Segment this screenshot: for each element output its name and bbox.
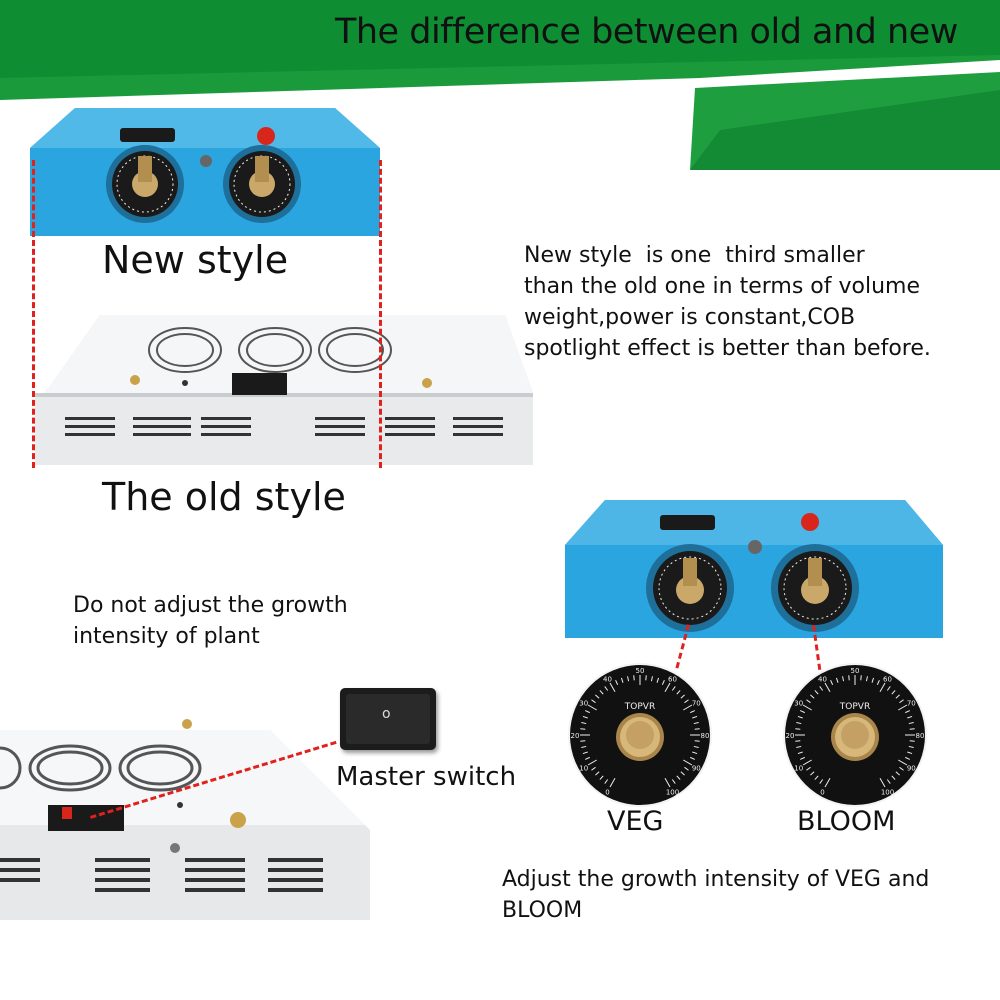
dial-scale-label: 80 [916, 732, 925, 740]
dial-brand: TOPVR [624, 702, 655, 712]
dial-scale-label: 40 [603, 676, 612, 684]
size-guide-right [379, 160, 382, 468]
dial-scale-label: 100 [666, 788, 679, 796]
veg-knob[interactable]: 0 10 20 30 40 50 60 70 80 90 100 TOPVR [565, 660, 715, 810]
no-adjust-note-line2: intensity of plant [73, 624, 260, 649]
dial-scale-label: 70 [692, 700, 701, 708]
old-device-closeup [0, 719, 370, 920]
new-style-device [30, 108, 380, 236]
old-style-device [35, 315, 533, 465]
dial-scale-label: 40 [818, 676, 827, 684]
dial-scale-label: 100 [881, 788, 894, 796]
switch-symbol: o [382, 706, 391, 722]
dial-scale-label: 10 [579, 765, 588, 773]
adjust-note-line2: BLOOM [502, 898, 583, 923]
dial-scale-label: 90 [907, 765, 916, 773]
dial-scale-label: 70 [907, 700, 916, 708]
dial-scale-label: 0 [820, 788, 824, 796]
dial-scale-label: 80 [701, 732, 710, 740]
dial-scale-label: 50 [636, 667, 645, 675]
dial-scale-label: 90 [692, 765, 701, 773]
master-switch[interactable]: o [340, 688, 436, 750]
bloom-label: BLOOM [797, 806, 896, 837]
dial-scale-label: 30 [794, 700, 803, 708]
dial-brand: TOPVR [839, 702, 870, 712]
new-style-knob-right [223, 145, 301, 223]
dial-scale-label: 50 [851, 667, 860, 675]
page-title: The difference between old and new [335, 12, 958, 52]
new-style-label: New style [102, 238, 289, 282]
comparison-description: New style is one third smaller than the … [524, 243, 931, 361]
new-device-closeup [565, 500, 943, 638]
new-style-knob-left [106, 145, 184, 223]
size-guide-left [32, 160, 35, 468]
master-switch-label: Master switch [336, 762, 517, 792]
old-style-label: The old style [102, 475, 346, 519]
dial-scale-label: 0 [605, 788, 609, 796]
dial-scale-label: 20 [571, 732, 580, 740]
header-banner [0, 0, 1000, 170]
bloom-knob[interactable]: 0 10 20 30 40 50 60 70 80 90 100 TOPVR [780, 660, 930, 810]
dial-scale-label: 20 [786, 732, 795, 740]
no-adjust-note-line1: Do not adjust the growth [73, 593, 348, 618]
adjust-note-line1: Adjust the growth intensity of VEG and [502, 867, 930, 892]
dial-scale-label: 10 [794, 765, 803, 773]
dial-scale-label: 60 [883, 676, 892, 684]
dial-scale-label: 60 [668, 676, 677, 684]
veg-label: VEG [607, 806, 664, 837]
dial-scale-label: 30 [579, 700, 588, 708]
